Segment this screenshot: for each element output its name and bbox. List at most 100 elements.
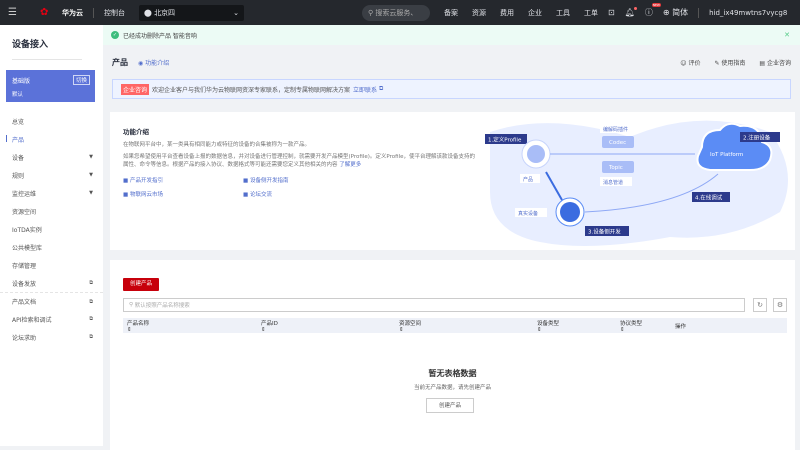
- sidebar-item-label: 设备发放: [12, 280, 37, 288]
- sidebar-item-label: API检索和调试: [12, 316, 52, 324]
- language-label: 简体: [672, 8, 689, 17]
- eye-icon: ◉: [138, 59, 146, 67]
- nav-tickets[interactable]: 工单: [584, 8, 598, 17]
- sidebar-item-label: 总览: [12, 118, 25, 126]
- step3-label: 3.设备侧开发: [588, 228, 621, 236]
- brand-name[interactable]: 华为云: [62, 8, 83, 17]
- empty-create-product-button[interactable]: 创建产品: [426, 398, 474, 413]
- column-header[interactable]: 协议类型 ⇕: [620, 320, 643, 333]
- consult-button[interactable]: ▤ 企业咨询: [759, 58, 791, 67]
- sidebar-item[interactable]: 产品: [0, 130, 103, 148]
- caret-down-icon: ▼: [89, 154, 93, 160]
- sidebar-item[interactable]: API检索和调试 ⧉: [0, 310, 103, 328]
- sidebar-item-label: 监控运维: [12, 190, 37, 198]
- product-label: 产品: [523, 176, 533, 183]
- nav-resources[interactable]: 资源: [472, 8, 486, 17]
- column-header[interactable]: 资源空间 ⇕: [399, 320, 422, 333]
- device-dev-guide-link[interactable]: 设备侧开发指南: [243, 176, 363, 184]
- sidebar-item[interactable]: 设备发放 ⧉: [0, 274, 103, 292]
- sidebar-item[interactable]: 规则 ▼: [0, 166, 103, 184]
- feature-intro-link[interactable]: ◉ 功能介绍: [138, 58, 169, 67]
- forum-link[interactable]: 论坛交流: [243, 190, 363, 198]
- column-header[interactable]: 设备类型 ⇕: [537, 320, 560, 333]
- nav-billing[interactable]: 费用: [500, 8, 514, 17]
- sidebar-item[interactable]: 监控运维▼: [0, 184, 103, 202]
- notification-dot: [633, 7, 637, 10]
- refresh-button[interactable]: ↻: [753, 298, 767, 312]
- external-link-icon: ⧉: [89, 280, 93, 286]
- search-icon: ⚲: [368, 8, 376, 17]
- console-link[interactable]: 控制台: [104, 8, 125, 17]
- product-search-input[interactable]: ⚲ 默认按照产品名称搜索: [123, 298, 745, 312]
- intro-label: 功能介绍: [145, 59, 170, 67]
- sidebar-item-label: 规则: [12, 172, 25, 180]
- step4-label: 4.在线调试: [695, 194, 723, 202]
- external-link-icon: ⧉: [89, 334, 93, 340]
- sidebar-item[interactable]: 存储管理: [0, 256, 103, 274]
- location-icon: ⬤: [144, 8, 155, 17]
- check-circle-icon: ✓: [111, 31, 119, 39]
- settings-button[interactable]: ⚙: [773, 298, 787, 312]
- sidebar-item[interactable]: IoTDA实例: [0, 220, 103, 238]
- divider: [698, 7, 700, 18]
- sidebar-item[interactable]: 论坛求助⧉: [0, 328, 103, 346]
- sidebar-title: 设备接入: [12, 40, 49, 50]
- rate-button[interactable]: ☺ 评价: [680, 58, 700, 67]
- sidebar-item-label: 存储管理: [12, 262, 37, 270]
- sidebar-item[interactable]: 资源空间: [0, 202, 103, 220]
- smile-icon: ☺: [680, 59, 689, 67]
- column-header[interactable]: 产品ID ⇕: [261, 320, 278, 333]
- device-label-box: [515, 208, 547, 217]
- step4-badge: [692, 192, 730, 202]
- menu-icon[interactable]: ☰: [8, 7, 17, 18]
- step3-badge: [585, 226, 629, 236]
- bell-icon[interactable]: 🔔︎: [624, 7, 637, 17]
- contact-now-link[interactable]: 立即联系: [353, 86, 378, 94]
- step1-badge: [485, 134, 527, 144]
- topic-node: [602, 161, 634, 173]
- main-content: ✓ 已经成功删除产品 智能音响 ✕ 产品 ◉ 功能介绍 ☺ 评价 ✎ 使用指南 …: [103, 25, 800, 450]
- caret-down-icon: ▼: [89, 172, 93, 178]
- product-label-box: [520, 174, 540, 183]
- sidebar-item[interactable]: 设备 ▼: [0, 148, 103, 166]
- sidebar-item[interactable]: 公共模型库: [0, 238, 103, 256]
- globe-icon: ⊕: [662, 8, 670, 17]
- nav-beian[interactable]: 备案: [444, 8, 458, 17]
- language-switch[interactable]: ⊕ 简体: [663, 7, 688, 18]
- user-account[interactable]: hid_ix49mwtns7vycg8: [709, 8, 788, 17]
- product-icon: [527, 145, 545, 163]
- refresh-icon: ↻: [757, 301, 763, 309]
- close-icon[interactable]: ✕: [784, 31, 790, 39]
- terminal-icon[interactable]: ⊡: [608, 8, 615, 17]
- iot-marketplace-link[interactable]: 物联网云市场: [123, 190, 243, 198]
- nav-tools[interactable]: 工具: [556, 8, 570, 17]
- codec-plugin-label: 编解码插件: [603, 126, 628, 133]
- region-select[interactable]: ⬤ 北京四 ⌄: [139, 4, 244, 21]
- region-value: 北京四: [154, 8, 176, 17]
- huawei-logo-icon[interactable]: ✿: [40, 6, 49, 18]
- service-search-input[interactable]: ⚲ 搜索云服务、: [362, 4, 430, 21]
- sidebar-item[interactable]: 产品文档⧉: [0, 292, 103, 310]
- column-header[interactable]: 产品名称 ⇕: [127, 320, 150, 333]
- message-pipe-label: 消息管道: [603, 179, 623, 186]
- sidebar-item[interactable]: 总览: [0, 112, 103, 130]
- nav-enterprise[interactable]: 企业: [528, 8, 542, 17]
- search-placeholder: 默认按照产品名称搜索: [134, 303, 190, 309]
- feature-title: 功能介绍: [123, 128, 149, 136]
- create-product-button[interactable]: 创建产品: [123, 278, 159, 291]
- sidebar-item-label: 设备: [12, 154, 25, 162]
- learn-more-link[interactable]: 了解更多: [339, 162, 362, 168]
- codec-node: [602, 136, 634, 148]
- product-dev-guide-link[interactable]: 产品开发指引: [123, 176, 243, 184]
- empty-description: 当前无产品数据，请先创建产品: [413, 385, 491, 391]
- guide-button[interactable]: ✎ 使用指南: [714, 58, 745, 67]
- success-notice: ✓ 已经成功删除产品 智能音响 ✕: [103, 25, 800, 45]
- bidirectional-arrow: [545, 171, 563, 201]
- document-icon: ▤: [759, 59, 767, 67]
- switch-instance-button[interactable]: 切换: [72, 75, 90, 85]
- gear-icon: ⚙: [776, 301, 784, 309]
- codec-label-box: [600, 124, 640, 133]
- external-link-icon: ⧉: [89, 316, 93, 322]
- product-flow-diagram: 1.定义Profile 产品 编解码插件 Codec Topic 消息管道 Io…: [485, 120, 788, 246]
